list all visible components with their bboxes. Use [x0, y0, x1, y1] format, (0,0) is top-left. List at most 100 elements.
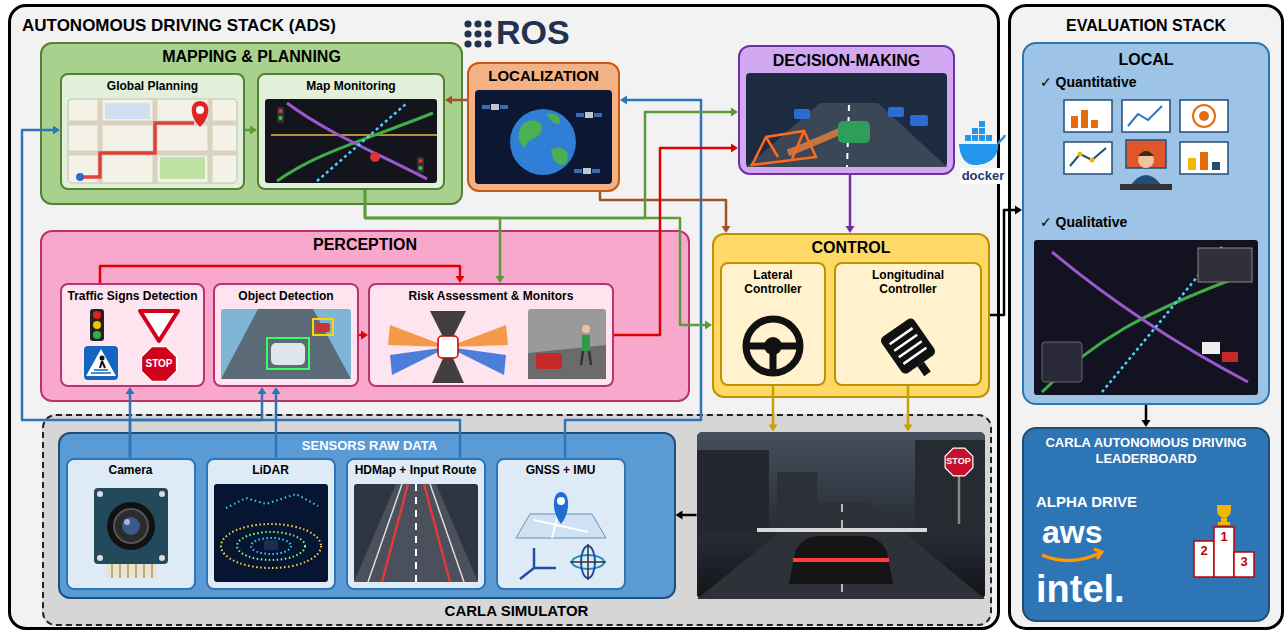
text-slot: Traffic Signs Detection — [63, 289, 202, 303]
connector-line — [907, 386, 910, 427]
text-slot: docker — [960, 168, 1006, 184]
module-box: MAPPING & PLANNING Global Planning Map M… — [40, 42, 463, 205]
stack-panel: EVALUATION STACK LOCAL✓ Quantitative✓ Qu… — [1008, 4, 1284, 630]
logo-text: ROS — [496, 12, 596, 53]
arrow-head — [272, 387, 281, 394]
label-text: STOP — [139, 358, 179, 370]
hdmap-road — [346, 458, 486, 590]
module-box: LOCAL✓ Quantitative✓ Qualitative — [1022, 42, 1270, 405]
connector — [359, 331, 368, 340]
arrow-head — [1015, 206, 1022, 215]
connector — [365, 190, 505, 283]
connector-line — [245, 129, 252, 132]
heading-text: LOCALIZATION — [471, 67, 616, 85]
submodule-box: Traffic Signs DetectionSTOP — [60, 283, 205, 387]
connector — [600, 192, 731, 233]
connector — [1142, 405, 1151, 427]
text-slot: intel. — [1036, 567, 1186, 613]
text-slot: ✓ Qualitative — [1040, 214, 1260, 231]
rank-number: 2 — [1194, 543, 1214, 559]
connector — [365, 108, 738, 219]
submodule-box: Object Detection — [213, 283, 359, 387]
submodule-box: Risk Assessment & Monitors — [368, 283, 614, 387]
text-slot: AUTONOMOUS DRIVING STACK (ADS) — [22, 16, 442, 36]
arrow-head — [769, 425, 778, 432]
arrow-head — [620, 96, 627, 105]
module-box: DECISION-MAKING — [738, 45, 955, 175]
text-slot: 2 — [1194, 543, 1214, 559]
arrow-head — [904, 425, 913, 432]
heading-text: Traffic Signs Detection — [63, 289, 202, 303]
label-text: ✓ Quantitative — [1040, 74, 1260, 91]
gnss-imu-icon — [496, 458, 626, 590]
heading-text: Risk Assessment & Monitors — [372, 289, 610, 303]
connector — [676, 511, 697, 520]
connector-line — [275, 392, 278, 458]
text-slot: aws — [1042, 513, 1162, 551]
connector-line — [359, 334, 363, 337]
connector — [100, 266, 465, 283]
submodule-box: Map Monitoring — [257, 73, 445, 190]
arrow-head — [846, 226, 855, 233]
arrow-head — [731, 108, 738, 117]
text-slot: DECISION-MAKING — [742, 51, 951, 70]
connector-line — [681, 514, 697, 517]
sensor-box: HDMap + Input Route — [346, 458, 486, 590]
connector — [846, 175, 855, 233]
sensor-box: GNSS + IMU — [496, 458, 626, 590]
text-slot: ✓ Quantitative — [1040, 74, 1260, 91]
rank-number: 1 — [1214, 529, 1234, 545]
text-slot: PERCEPTION — [46, 235, 684, 254]
heading-text: STOP — [943, 456, 975, 467]
simulator-render — [697, 432, 985, 599]
connector-line — [450, 99, 467, 102]
connector — [904, 386, 913, 432]
connector — [272, 387, 281, 458]
connector-line — [22, 130, 460, 458]
heading-text: MAPPING & PLANNING — [46, 47, 457, 66]
label-text: ✓ Qualitative — [1040, 214, 1260, 231]
connector — [445, 96, 467, 105]
connector — [365, 190, 712, 330]
arrow-head — [445, 96, 452, 105]
connector — [990, 206, 1022, 316]
arrow-head — [456, 276, 465, 283]
submodule-box: Longitudinal Controller — [834, 262, 982, 386]
module-box: PERCEPTION Traffic Signs DetectionSTOP O… — [40, 230, 690, 402]
heading-text: Lateral Controller — [723, 268, 823, 297]
submodule-box: Lateral Controller — [720, 262, 826, 386]
connector — [126, 387, 135, 458]
text-slot: ALPHA DRIVE — [1036, 493, 1186, 511]
module-box: LOCALIZATION — [467, 62, 620, 192]
arrow-head — [722, 226, 731, 233]
arrow-head — [731, 144, 738, 153]
label-text: aws — [1042, 513, 1162, 551]
arrow-head — [250, 126, 257, 135]
heading-text: Longitudinal Controller — [858, 268, 958, 297]
sensor-box: Camera — [66, 458, 196, 590]
text-slot: Longitudinal Controller — [858, 268, 958, 297]
connector — [769, 386, 778, 432]
arrow-head — [258, 387, 267, 394]
heading-text: GNSS + IMU — [500, 463, 622, 477]
connector — [565, 96, 701, 458]
text-slot: Object Detection — [217, 289, 355, 303]
text-slot: LOCALIZATION — [471, 67, 616, 85]
heading-text: EVALUATION STACK — [1014, 16, 1278, 35]
rank-number: 3 — [1234, 554, 1254, 570]
connector — [130, 387, 267, 458]
text-slot: STOP — [943, 456, 975, 467]
text-slot: HDMap + Input Route — [350, 463, 482, 477]
label-text: intel. — [1036, 567, 1186, 613]
arrow-head — [126, 387, 135, 394]
connector-line — [849, 175, 852, 228]
arrow-head — [676, 511, 683, 520]
heading-text: Global Planning — [64, 79, 241, 93]
module-box: CONTROL Lateral Controller Longitudinal … — [712, 233, 990, 398]
heading-text: CARLA AUTONOMOUS DRIVING LEADERBOARD — [1030, 435, 1262, 466]
heading-text: LiDAR — [210, 463, 332, 477]
text-slot: CARLA AUTONOMOUS DRIVING LEADERBOARD — [1030, 435, 1262, 466]
text-slot: MAPPING & PLANNING — [46, 47, 457, 66]
text-slot: CONTROL — [718, 238, 984, 257]
